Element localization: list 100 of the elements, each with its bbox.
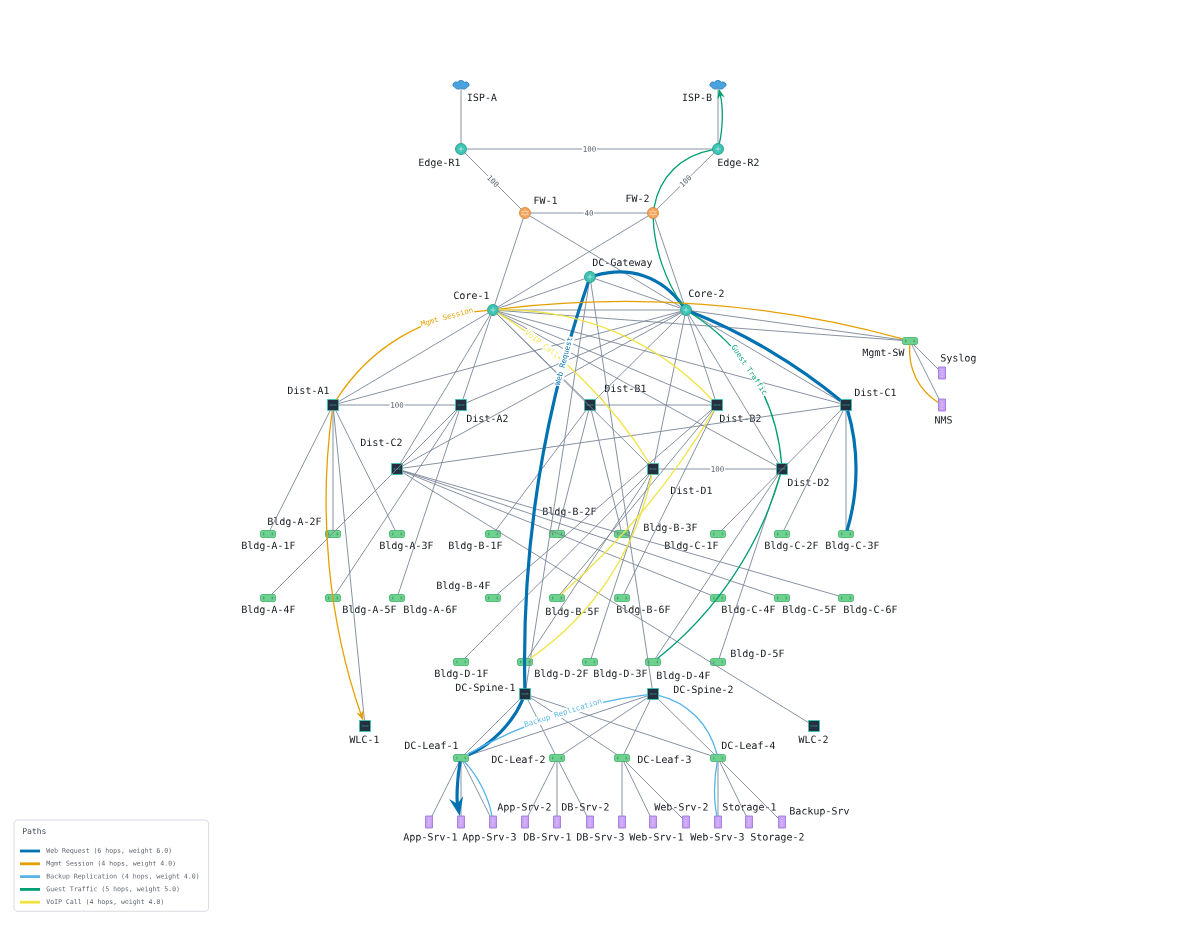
device-label: Bldg-C-3F (826, 541, 879, 552)
device-label: Dist-C2 (361, 438, 402, 447)
device-label: Bldg-A-1F (242, 541, 295, 552)
link-line (621, 761, 623, 817)
link-line (717, 761, 719, 817)
device-label: WLC-2 (798, 735, 828, 744)
device-label: Bldg-A-5F (343, 605, 396, 616)
link-line (561, 697, 648, 755)
link-line (527, 761, 556, 817)
link-line (783, 410, 844, 531)
link-line (496, 409, 712, 595)
link-line (530, 697, 618, 755)
device-label: DB-Srv-3 (577, 833, 624, 841)
device-label: Syslog (941, 353, 976, 364)
link-line (913, 344, 939, 370)
link-line (466, 148, 713, 150)
link-line (718, 474, 781, 659)
device-label: Bldg-B-2F (543, 507, 596, 518)
device-label: Dist-B1 (605, 384, 646, 393)
device-label: Edge-R2 (718, 158, 759, 169)
link-line (687, 314, 716, 400)
legend-title: Paths (23, 827, 46, 835)
link-line (658, 468, 777, 470)
link-line (653, 314, 686, 464)
device-label: DC-Leaf-2 (492, 755, 545, 764)
device-label: Bldg-C-6F (844, 605, 897, 616)
device-label: DB-Srv-1 (524, 833, 571, 841)
device-label: Web-Srv-2 (654, 802, 708, 811)
device-label: Bldg-C-4F (722, 605, 775, 616)
link-line (402, 470, 839, 597)
device-label: Dist-B2 (720, 414, 761, 423)
device-label: Bldg-D-5F (731, 649, 784, 660)
device-label: FW-2 (626, 194, 649, 202)
link-line (719, 761, 747, 817)
device-label: Bldg-A-3F (380, 541, 433, 552)
link-line (623, 699, 651, 755)
device-label: Core-2 (689, 289, 724, 298)
device-label: ISP-B (682, 93, 712, 102)
device-label: App-Srv-3 (462, 833, 516, 843)
link-line (623, 410, 715, 595)
link-line (399, 314, 491, 464)
link-line (338, 311, 682, 404)
link-line (594, 278, 682, 309)
device-label: Dist-A1 (288, 386, 329, 395)
device-label: DC-Gateway (592, 258, 653, 269)
link-line (460, 761, 462, 817)
device-label: ISP-A (467, 93, 497, 102)
link-line (498, 309, 903, 341)
link-line (558, 761, 588, 817)
device-label: DB-Srv-2 (562, 803, 609, 811)
device-label: DC-Leaf-4 (722, 741, 775, 750)
link-line (495, 410, 587, 531)
link-line (496, 313, 585, 401)
device-label: Mgmt-SW (862, 348, 905, 359)
device-label: Bldg-C-1F (665, 541, 718, 552)
device-label: Bldg-D-2F (535, 669, 588, 680)
link-line (464, 152, 522, 210)
link-line (623, 761, 651, 817)
device-label: Bldg-B-6F (617, 605, 670, 616)
link-line (556, 761, 558, 817)
link-line (460, 87, 462, 144)
link-line (557, 410, 590, 531)
link-line (338, 404, 456, 406)
device-label: Bldg-C-5F (783, 605, 836, 616)
link-line (497, 278, 586, 309)
device-label: DC-Spine-2 (673, 685, 733, 696)
device-label: Edge-R1 (419, 158, 460, 169)
link-line (269, 410, 331, 531)
device-label: Bldg-C-2F (765, 541, 818, 552)
device-label: Bldg-A-6F (404, 605, 457, 616)
link-line (594, 270, 684, 307)
device-label: Bldg-B-3F (644, 523, 697, 534)
device-label: FW-1 (534, 196, 557, 204)
device-label: Bldg-D-4F (657, 671, 710, 682)
device-label: NMS (935, 416, 952, 424)
link-line (271, 410, 456, 595)
link-line (721, 761, 779, 819)
link-line (466, 311, 682, 404)
link-line (590, 474, 652, 659)
link-line (625, 761, 683, 819)
link-line (431, 761, 460, 817)
device-label: Bldg-D-1F (435, 669, 488, 680)
link-line (530, 212, 648, 214)
link-line (497, 300, 904, 340)
device-label: Bldg-D-3F (594, 669, 647, 680)
device-label: Dist-A2 (467, 414, 508, 423)
link-line (529, 215, 682, 308)
link-line (527, 699, 556, 755)
link-line (402, 470, 775, 596)
device-label: Web-Srv-3 (690, 832, 744, 841)
link-line (334, 410, 458, 595)
device-label: DC-Spine-1 (455, 683, 515, 694)
device-label: Bldg-B-4F (437, 581, 490, 592)
device-label: Dist-D2 (788, 478, 829, 487)
link-line (397, 410, 460, 595)
link-line (713, 760, 718, 817)
device-label: WLC-1 (349, 735, 379, 744)
link-line (497, 312, 777, 467)
device-label: App-Srv-2 (497, 803, 551, 813)
link-line (497, 215, 649, 308)
